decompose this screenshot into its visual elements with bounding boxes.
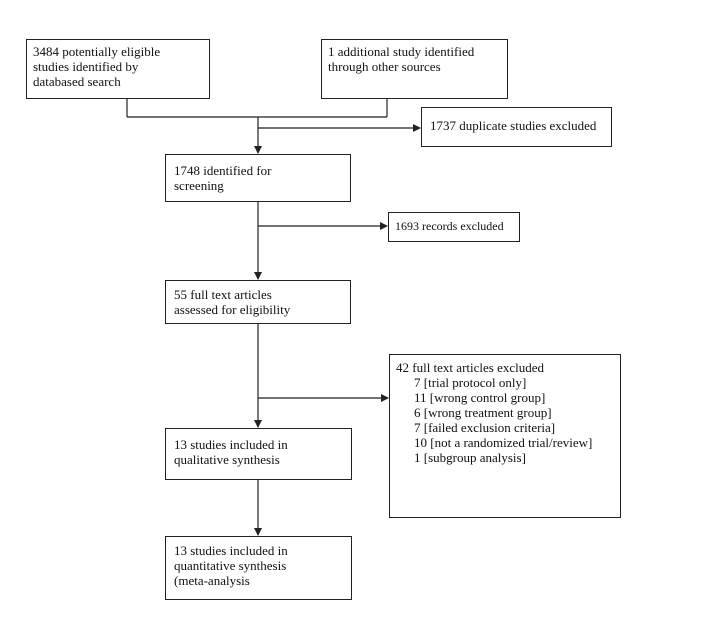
exclusion-reason: 6 [wrong treatment group] [414, 405, 552, 420]
box-duplicates-excluded-text: 1737 duplicate studies excluded [430, 118, 597, 133]
box-records-excluded-text: 1693 records excluded [395, 219, 504, 233]
exclusion-reason: 10 [not a randomized trial/review] [414, 435, 593, 450]
box-full-text-assessed: 55 full text articles assessed for eligi… [165, 280, 351, 324]
box-qualitative-synthesis-text: 13 studies included in qualitative synth… [174, 437, 288, 467]
full-text-excluded-heading: 42 full text articles excluded [396, 360, 545, 375]
box-records-excluded: 1693 records excluded [388, 212, 520, 242]
exclusion-reason: 1 [subgroup analysis] [414, 450, 526, 465]
exclusion-reasons-list: 7 [trial protocol only] 11 [wrong contro… [396, 375, 614, 465]
box-quantitative-synthesis-text: 13 studies included in quantitative synt… [174, 543, 288, 588]
box-database-search: 3484 potentially eligible studies identi… [26, 39, 210, 99]
box-other-sources-text: 1 additional study identified through ot… [328, 44, 475, 74]
exclusion-reason: 7 [trial protocol only] [414, 375, 527, 390]
box-screening-text: 1748 identified for screening [174, 163, 272, 193]
box-database-search-text: 3484 potentially eligible studies identi… [33, 44, 161, 89]
box-quantitative-synthesis: 13 studies included in quantitative synt… [165, 536, 352, 600]
box-full-text-excluded: 42 full text articles excluded 7 [trial … [389, 354, 621, 518]
box-other-sources: 1 additional study identified through ot… [321, 39, 508, 99]
box-qualitative-synthesis: 13 studies included in qualitative synth… [165, 428, 352, 480]
box-full-text-assessed-text: 55 full text articles assessed for eligi… [174, 287, 291, 317]
exclusion-reason: 7 [failed exclusion criteria] [414, 420, 556, 435]
box-screening: 1748 identified for screening [165, 154, 351, 202]
box-duplicates-excluded: 1737 duplicate studies excluded [421, 107, 612, 147]
exclusion-reason: 11 [wrong control group] [414, 390, 546, 405]
